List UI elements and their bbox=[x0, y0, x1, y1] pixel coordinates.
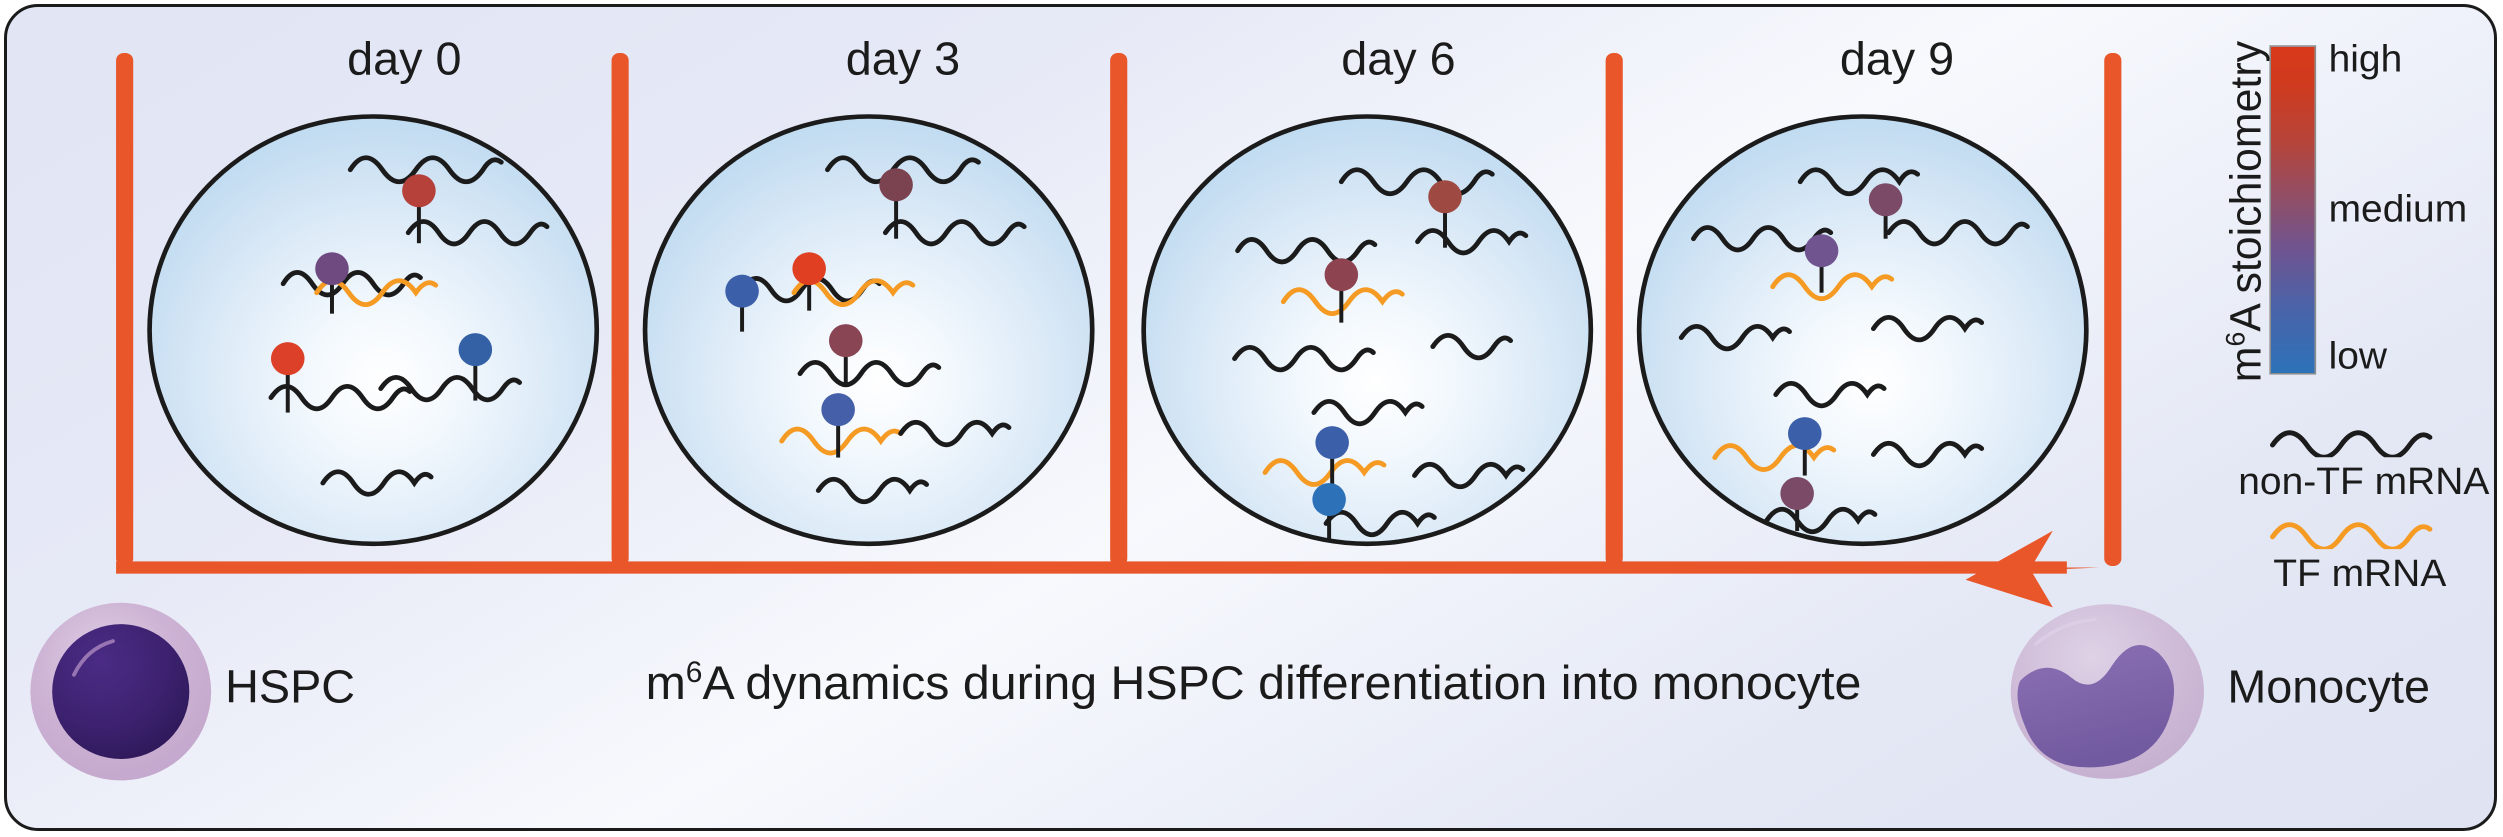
timeline-tick-1 bbox=[611, 52, 629, 566]
day-label-2: day 6 bbox=[1341, 34, 1456, 86]
timeline-tick-2 bbox=[1110, 52, 1128, 566]
timeline-tick-4 bbox=[2104, 52, 2122, 566]
non-tf-mrna-label: non-TF mRNA bbox=[2238, 460, 2490, 504]
m6a-marker bbox=[402, 174, 436, 208]
timeline-tick-0 bbox=[116, 52, 134, 566]
monocyte-label: Monocyte bbox=[2227, 662, 2431, 714]
m6a-marker bbox=[1312, 483, 1346, 517]
m6a-marker bbox=[725, 274, 759, 308]
colorbar-axis-title-sup: 6 bbox=[2219, 331, 2251, 347]
colorbar-high-label: high bbox=[2328, 37, 2403, 81]
figure-caption: m6A dynamics during HSPC differentiation… bbox=[521, 656, 1986, 711]
caption-post: A dynamics during HSPC differentiation i… bbox=[702, 656, 1862, 710]
colorbar-axis-title-pre: m bbox=[2221, 346, 2270, 383]
cell-day-6-contents bbox=[1232, 167, 1529, 539]
timeline-arrow-head bbox=[1965, 530, 2100, 608]
cell-day-3 bbox=[642, 114, 1095, 547]
hspc-cell-glyph bbox=[30, 602, 212, 781]
m6a-marker bbox=[315, 252, 349, 286]
m6a-marker bbox=[1315, 426, 1349, 460]
figure-panel: day 0 day 3 day 6 day 9 bbox=[4, 4, 2497, 831]
colorbar-axis-title: m6A stoichiometry bbox=[2220, 41, 2272, 382]
stoichiometry-colorbar bbox=[2269, 45, 2317, 375]
cell-day-6 bbox=[1141, 114, 1594, 547]
cell-day-3-contents bbox=[725, 155, 1027, 505]
m6a-marker bbox=[879, 168, 913, 202]
m6a-marker bbox=[828, 324, 863, 358]
tf-mrna-glyph bbox=[2270, 522, 2433, 550]
m6a-marker bbox=[458, 333, 493, 367]
m6a-marker bbox=[1324, 258, 1359, 292]
m6a-marker bbox=[270, 342, 305, 376]
non-tf-mrna-glyph bbox=[2270, 430, 2433, 458]
m6a-marker bbox=[1804, 234, 1839, 268]
day-label-3: day 9 bbox=[1839, 34, 1955, 86]
hspc-label: HSPC bbox=[225, 662, 356, 714]
cell-day-9 bbox=[1636, 114, 2089, 547]
caption-pre: m bbox=[645, 656, 686, 710]
m6a-marker bbox=[1868, 183, 1903, 217]
timeline-axis bbox=[116, 561, 2067, 574]
cell-day-9-contents bbox=[1678, 167, 2030, 535]
colorbar-medium-label: medium bbox=[2328, 187, 2468, 231]
monocyte-cell-glyph bbox=[2010, 604, 2204, 779]
colorbar-axis-title-post: A stoichiometry bbox=[2221, 40, 2270, 332]
m6a-marker bbox=[1788, 417, 1822, 451]
cell-day-0-contents bbox=[268, 155, 550, 497]
day-label-1: day 3 bbox=[845, 34, 961, 86]
m6a-marker bbox=[1428, 180, 1462, 214]
caption-sup: 6 bbox=[685, 657, 703, 690]
colorbar-low-label: low bbox=[2328, 334, 2388, 378]
m6a-marker bbox=[792, 252, 826, 286]
timeline-tick-3 bbox=[1605, 52, 1623, 566]
tf-mrna-label: TF mRNA bbox=[2273, 552, 2447, 596]
m6a-marker bbox=[821, 393, 855, 427]
m6a-marker bbox=[1780, 477, 1814, 511]
day-label-0: day 0 bbox=[347, 34, 462, 86]
cell-day-0 bbox=[147, 114, 600, 547]
